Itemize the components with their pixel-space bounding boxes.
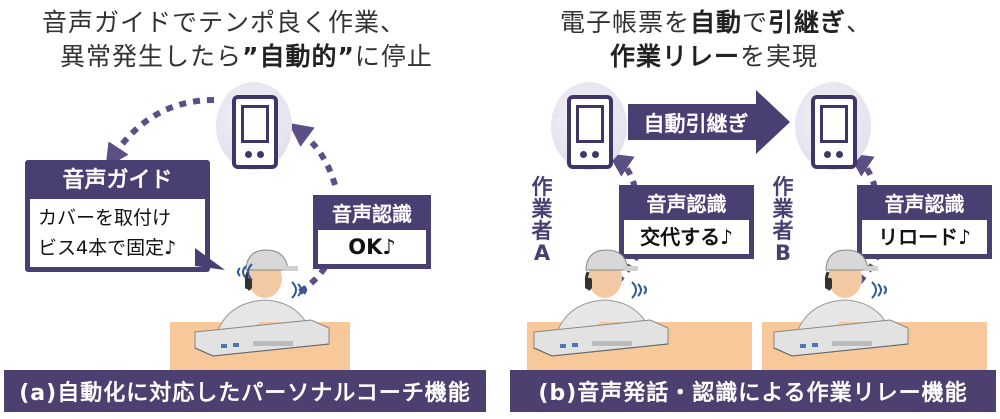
sound-waves-icon bbox=[628, 280, 652, 300]
recog-a-title: 音声認識 bbox=[624, 190, 749, 220]
sound-waves-icon bbox=[868, 280, 892, 300]
machine-equipment bbox=[772, 318, 912, 358]
tablet-icon bbox=[567, 95, 613, 169]
voice-guide-line2: ビス4本で固定♪ bbox=[38, 233, 205, 263]
recog-left-title: 音声認識 bbox=[318, 200, 426, 230]
machine-equipment bbox=[193, 318, 333, 358]
left-caption: (a)自動化に対応したパーソナルコーチ機能 bbox=[4, 370, 486, 412]
recog-left-value: OK♪ bbox=[318, 230, 426, 264]
auto-handover-label: 自動引継ぎ bbox=[636, 108, 756, 138]
voice-guide-line1: カバーを取付け bbox=[38, 203, 205, 233]
tablet-icon bbox=[232, 95, 278, 169]
sound-waves-icon bbox=[232, 262, 256, 282]
voice-guide-title: 音声ガイド bbox=[30, 165, 205, 199]
right-caption: (b)音声発話・認識による作業リレー機能 bbox=[510, 370, 996, 412]
sound-waves-icon bbox=[288, 280, 312, 300]
tablet-icon bbox=[811, 95, 857, 169]
recog-box-left: 音声認識 OK♪ bbox=[313, 195, 431, 269]
voice-guide-box: 音声ガイド カバーを取付け ビス4本で固定♪ bbox=[25, 160, 210, 272]
recog-b-title: 音声認識 bbox=[862, 190, 987, 220]
machine-equipment bbox=[532, 318, 672, 358]
